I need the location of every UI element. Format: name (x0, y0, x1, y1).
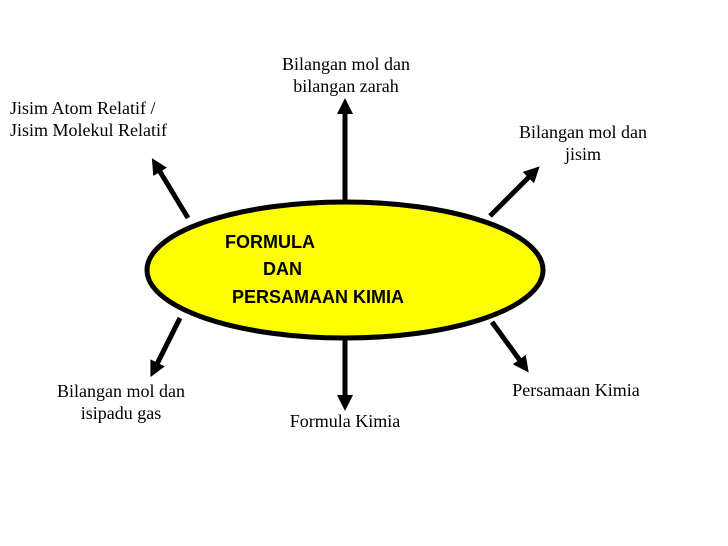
label-top-left-line1: Jisim Atom Relatif / (10, 98, 156, 118)
label-top-right-line1: Bilangan mol dan (519, 122, 647, 142)
center-ellipse (144, 199, 546, 341)
label-top-line2: bilangan zarah (293, 76, 399, 96)
label-top-line1: Bilangan mol dan (282, 54, 410, 74)
arrow-bottom-right (489, 320, 529, 373)
label-top-right-line2: jisim (564, 144, 601, 164)
label-bottom: Formula Kimia (289, 411, 401, 431)
center-title-line1: FORMULA (225, 232, 315, 252)
arrow-top-left (151, 158, 191, 220)
label-top-left-line2: Jisim Molekul Relatif (10, 120, 167, 140)
arrow-top-right (488, 166, 540, 218)
arrow-bottom-left (150, 316, 183, 378)
label-top-left: Jisim Atom Relatif / Jisim Molekul Relat… (10, 97, 167, 141)
label-top: Bilangan mol dan bilangan zarah (253, 53, 439, 97)
label-bottom-left-line1: Bilangan mol dan (57, 381, 185, 401)
center-title-line3: PERSAMAAN KIMIA (232, 287, 405, 307)
label-bottom-left-line2: isipadu gas (80, 403, 162, 423)
label-top-right: Bilangan mol dan jisim (490, 121, 676, 165)
center-title-line2: DAN (263, 259, 302, 279)
label-bottom-right: Persamaan Kimia (512, 380, 640, 400)
label-bottom-left: Bilangan mol dan isipadu gas (28, 380, 214, 424)
